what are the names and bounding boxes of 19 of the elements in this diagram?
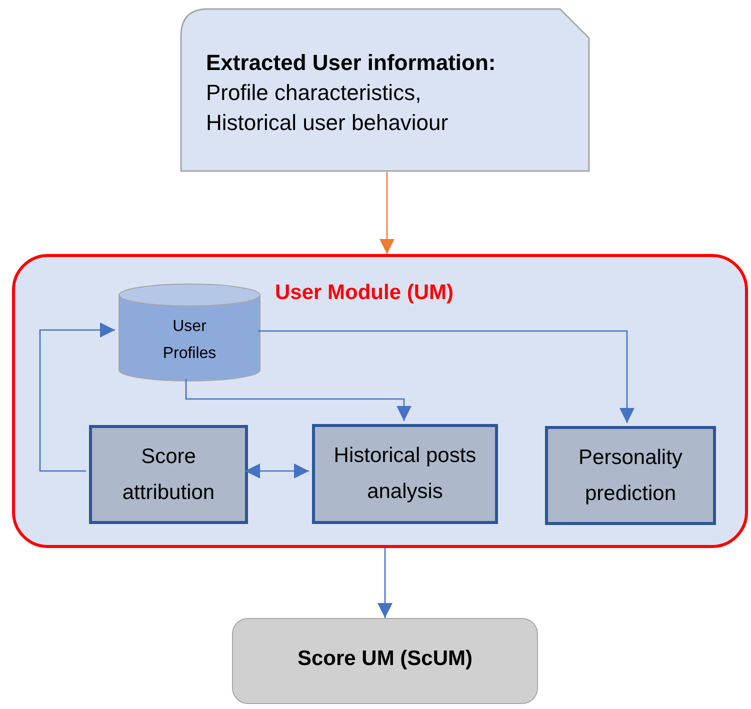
arrow: [245, 464, 309, 478]
arrow: [380, 172, 394, 254]
note-heading: Extracted User information:: [206, 49, 497, 77]
module-title: User Module (UM): [275, 281, 454, 305]
node-label: Score attribution: [121, 444, 216, 506]
process-box: [312, 424, 498, 524]
arrow: [185, 379, 412, 421]
result-box: [232, 618, 538, 704]
node-label: User Profiles: [162, 316, 218, 364]
arrow: [378, 548, 392, 618]
node-label: Score UM (ScUM): [297, 647, 473, 671]
note-text: Profile characteristics, Historical user behaviour: [206, 79, 450, 137]
arrow: [258, 330, 634, 423]
process-box: [89, 425, 248, 524]
node-label: Historical posts analysis: [332, 443, 478, 505]
arrow: [39, 322, 115, 472]
process-box: [545, 426, 716, 525]
node-label: Personality prediction: [578, 444, 684, 506]
module-container: [12, 254, 748, 548]
